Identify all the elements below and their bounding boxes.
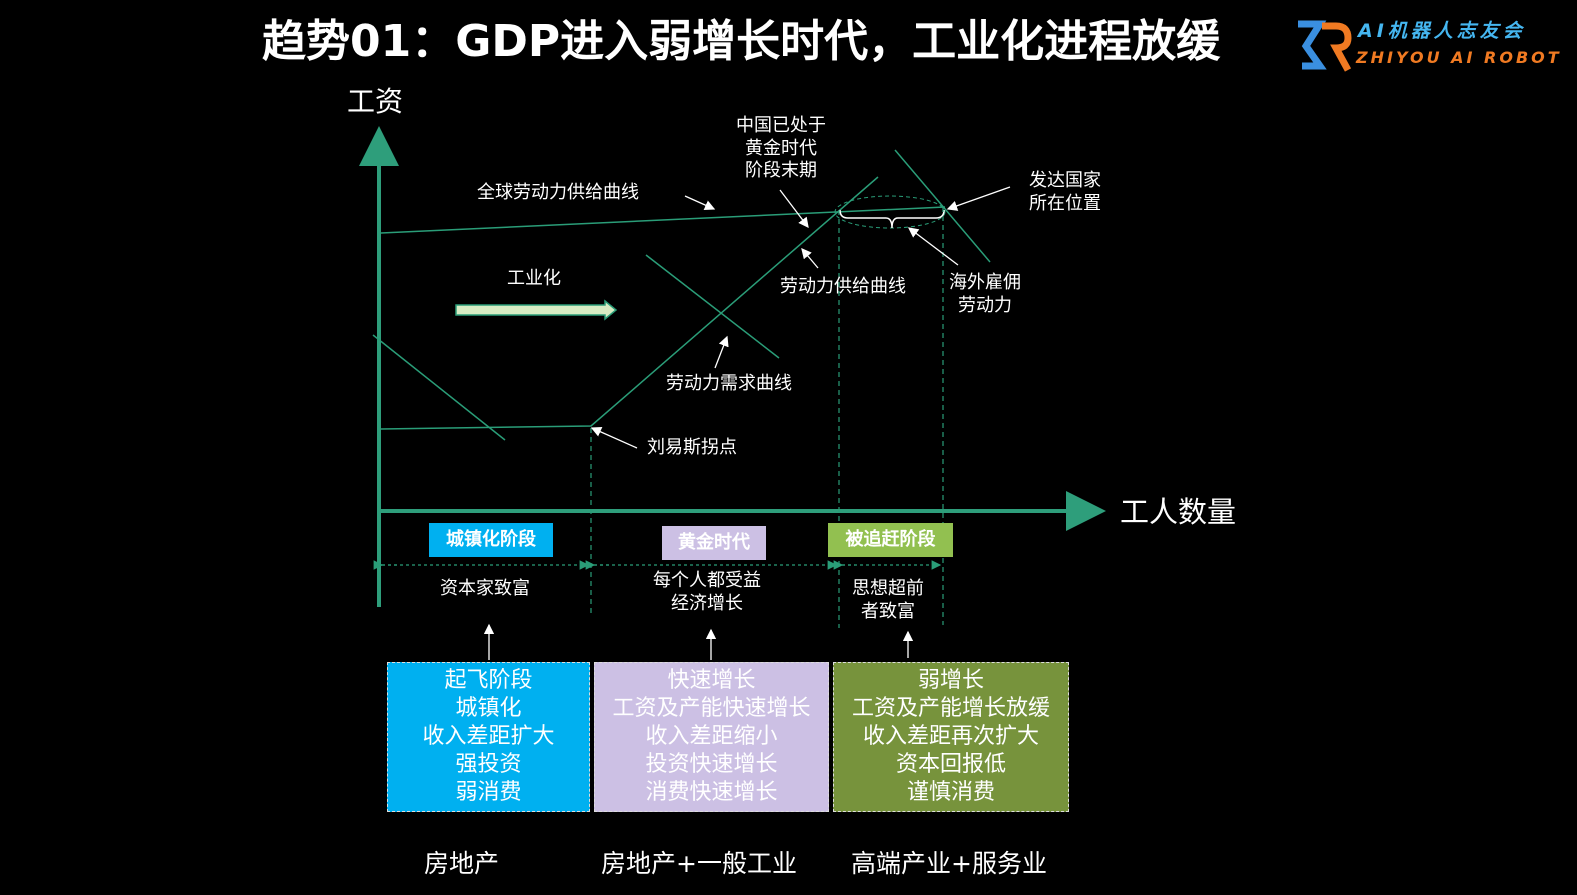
line: 者致富 — [861, 600, 915, 622]
industry-label: 房地产 — [424, 849, 500, 878]
stage-tag-golden: 黄金时代 — [662, 526, 766, 560]
lewis-point-label: 刘易斯拐点 — [647, 437, 737, 458]
x-axis-label: 工人数量 — [1120, 495, 1237, 529]
logo-en: ZHIYOU AI ROBOT — [1356, 48, 1562, 67]
overseas-label: 海外雇佣 劳动力 — [949, 272, 1021, 317]
line: 快速增长 — [667, 668, 756, 693]
page-title: 趋势01：GDP进入弱增长时代，工业化进程放缓 — [262, 16, 1221, 67]
developed-label: 发达国家 所在位置 — [1029, 170, 1101, 215]
line: 工资及产能快速增长 — [612, 696, 811, 721]
stage-box-fast-growth: 快速增长 工资及产能快速增长 收入差距缩小 投资快速增长 消费快速增长 — [594, 662, 829, 812]
logo: AI机器人志友会 ZHIYOU AI ROBOT — [1292, 18, 1572, 78]
global-supply-label: 全球劳动力供给曲线 — [477, 182, 639, 203]
line: 城镇化 — [455, 696, 522, 721]
line: 收入差距扩大 — [422, 724, 555, 749]
demand-curve-2 — [645, 254, 780, 359]
line: 经济增长 — [671, 592, 743, 614]
line: 发达国家 — [1029, 170, 1101, 191]
stage-desc: 每个人都受益 经济增长 — [653, 570, 761, 615]
line: 黄金时代 — [745, 137, 817, 159]
labor-supply-curve — [380, 176, 879, 430]
line: 收入差距缩小 — [645, 724, 778, 749]
labor-supply-label: 劳动力供给曲线 — [780, 276, 906, 297]
line: 弱消费 — [455, 780, 522, 805]
logo-cn: AI机器人志友会 — [1358, 20, 1526, 42]
line: 谨慎消费 — [906, 780, 995, 805]
demand-curve-1 — [372, 334, 506, 441]
line: 劳动力 — [958, 294, 1012, 316]
stage-box-weak-growth: 弱增长 工资及产能增长放缓 收入差距再次扩大 资本回报低 谨慎消费 — [833, 662, 1069, 812]
industry-label: 高端产业+服务业 — [851, 849, 1047, 878]
stage-tag-urbanization: 城镇化阶段 — [429, 523, 553, 557]
line: 强投资 — [455, 752, 522, 777]
line: 每个人都受益 — [653, 570, 761, 591]
stage-desc: 思想超前 者致富 — [852, 578, 924, 623]
line: 起飞阶段 — [444, 668, 533, 693]
line: 消费快速增长 — [645, 780, 778, 805]
line: 资本回报低 — [895, 752, 1006, 777]
y-axis-label: 工资 — [347, 85, 404, 118]
stage-box-takeoff: 起飞阶段 城镇化 收入差距扩大 强投资 弱消费 — [387, 662, 590, 812]
global-supply-curve — [380, 206, 946, 234]
industry-label: 房地产+一般工业 — [601, 849, 797, 878]
demand-curve-3 — [894, 149, 991, 263]
line: 海外雇佣 — [949, 272, 1021, 293]
line: 思想超前 — [852, 578, 924, 599]
industrialization-arrow — [455, 299, 618, 321]
stage-desc: 资本家致富 — [440, 578, 530, 599]
logo-icon — [1298, 20, 1352, 72]
line: 收入差距再次扩大 — [862, 724, 1039, 749]
industrialization-label: 工业化 — [507, 268, 561, 289]
position-ellipse — [834, 195, 946, 229]
golden-end-label: 中国已处于 黄金时代 阶段末期 — [736, 115, 826, 183]
stage-tag-catchup: 被追赶阶段 — [828, 523, 953, 557]
labor-demand-label: 劳动力需求曲线 — [666, 373, 792, 394]
line: 弱增长 — [917, 668, 984, 693]
line: 投资快速增长 — [645, 752, 778, 777]
line: 阶段末期 — [745, 160, 817, 181]
line: 所在位置 — [1029, 192, 1101, 214]
brace — [839, 209, 945, 229]
line: 中国已处于 — [736, 115, 826, 136]
line: 工资及产能增长放缓 — [851, 696, 1050, 721]
